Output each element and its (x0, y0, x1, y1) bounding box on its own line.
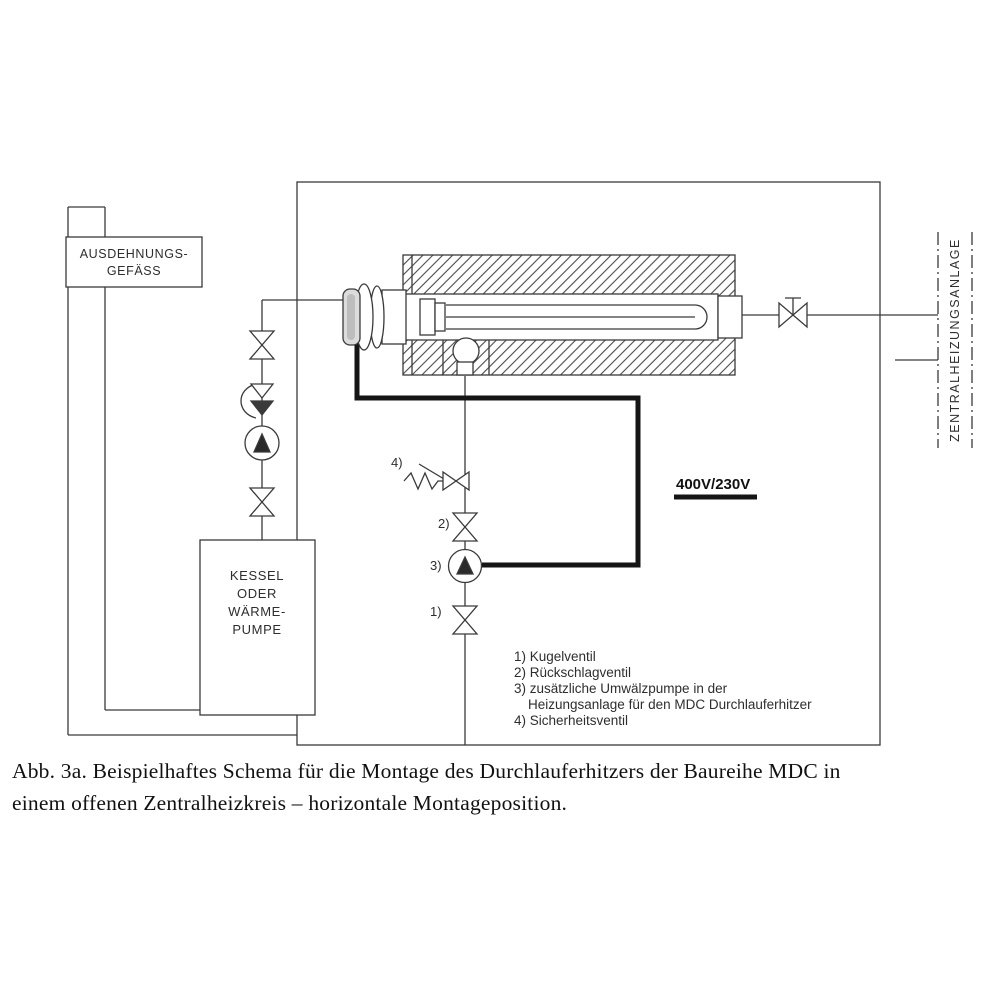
check-valve-2-icon (451, 512, 479, 542)
valve-triangle (248, 487, 276, 503)
valve-triangle (248, 330, 276, 346)
pump-3-icon (447, 548, 483, 584)
figure-caption: Abb. 3a. Beispielhaftes Schema für die M… (12, 759, 841, 815)
riser-fittings (240, 330, 280, 517)
main-enclosure (296, 181, 881, 746)
legend: 1) Kugelventil 2) Rückschlagventil 3) zu… (514, 649, 812, 728)
valve-triangle (248, 344, 276, 360)
system-boundary (937, 232, 973, 448)
boiler-label-line3: WÄRME- (228, 604, 286, 619)
heater-outlet-housing (442, 340, 490, 375)
heating-element-rods (446, 304, 708, 330)
spring-zigzag (403, 471, 443, 491)
return-column-fittings (403, 463, 483, 635)
central-heating-label: ZENTRALHEIZUNGSANLAGE (948, 238, 962, 442)
valve-triangle (249, 383, 275, 400)
expansion-vessel: AUSDEHNUNGS- GEFÄSS (65, 236, 203, 288)
power-supply-label: 400V/230V (676, 476, 750, 493)
power-cable-run (354, 342, 641, 568)
legend-item-1: 1) Kugelventil (514, 649, 596, 664)
heater-cap-knob-shade (347, 294, 355, 340)
pump-icon (244, 425, 280, 461)
valve-stem (785, 297, 801, 315)
valve-triangle (792, 301, 808, 329)
callout-numbers: 4) 2) 3) 1) (391, 455, 450, 619)
piping (67, 181, 938, 746)
expansion-vessel-label-line2: GEFÄSS (107, 264, 161, 278)
legend-item-3-cont: Heizungsanlage für den MDC Durchlauferhi… (528, 697, 812, 712)
valve-triangle (778, 301, 794, 329)
heater-right-fitting (717, 295, 743, 339)
safety-valve-icon (403, 463, 470, 492)
valve-triangle (248, 501, 276, 517)
valve-triangle-filled (249, 400, 275, 417)
valve-lever (418, 463, 445, 480)
legend-item-2: 2) Rückschlagventil (514, 665, 631, 680)
outlet-valve-icon (778, 297, 808, 329)
boiler-label-line1: KESSEL (230, 568, 284, 583)
callout-3: 3) (430, 558, 442, 573)
check-valve-icon (240, 383, 275, 419)
expansion-vessel-label-line1: AUSDEHNUNGS- (80, 247, 189, 261)
power-cable (354, 342, 757, 568)
valve-triangle (442, 470, 458, 492)
ball-valve-icon (451, 605, 479, 635)
callout-2: 2) (438, 516, 450, 531)
flow-arc (240, 383, 257, 419)
valve-triangle (451, 619, 479, 635)
caption-line2: einem offenen Zentralheizkreis – horizon… (12, 791, 567, 815)
boiler-box (199, 539, 316, 716)
shutoff-valve-icon (248, 487, 276, 517)
legend-item-3: 3) zusätzliche Umwälzpumpe in der (514, 681, 728, 696)
boiler-label-line2: ODER (237, 586, 277, 601)
heater-outlet-stub (456, 361, 474, 376)
valve-triangle (451, 605, 479, 621)
shutoff-valve-icon (248, 330, 276, 360)
expansion-vessel-box (65, 236, 203, 288)
boiler-label-line4: PUMPE (232, 622, 281, 637)
element-nut (434, 302, 446, 332)
element-bend (694, 304, 708, 330)
valve-triangle (451, 526, 479, 542)
legend-item-4: 4) Sicherheitsventil (514, 713, 628, 728)
caption-line1: Abb. 3a. Beispielhaftes Schema für die M… (12, 759, 841, 783)
boiler-unit: KESSEL ODER WÄRME- PUMPE (199, 539, 316, 716)
element-head (419, 298, 436, 336)
valve-triangle (451, 512, 479, 528)
pump-rotor (252, 432, 272, 453)
heater-cap-cylinder (381, 289, 407, 345)
valve-triangle (454, 470, 470, 492)
heater-assembly (342, 254, 743, 376)
pump-rotor (455, 555, 475, 575)
callout-1: 1) (430, 604, 442, 619)
callout-4: 4) (391, 455, 403, 470)
heater-outlet-port (452, 337, 480, 365)
